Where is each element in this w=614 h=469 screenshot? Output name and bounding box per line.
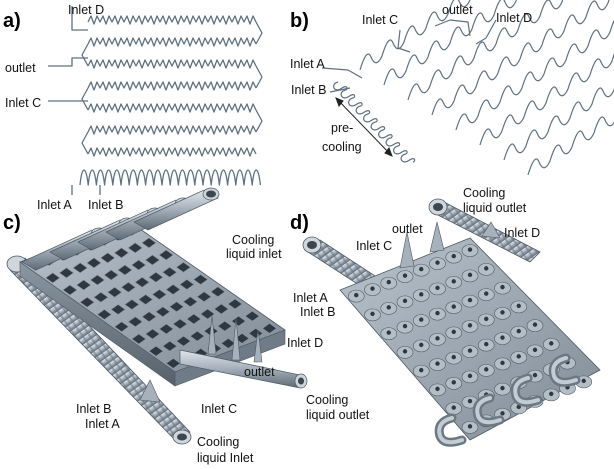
panel-b-inlet-d-label: Inlet D (496, 11, 533, 25)
panel-d-cones (399, 221, 501, 269)
panel-b-letter: b) (290, 10, 309, 32)
panel-c-cooling-inlet-bottom-label-1: Cooling (197, 435, 240, 449)
panel-c-cooling-outlet-label-1: Cooling (306, 393, 349, 407)
panel-a-inlet-d-label: Inlet D (68, 3, 105, 17)
panel-c-outlet-label: outlet (244, 365, 275, 379)
panel-d-cooling-outlet-label-2: liquid outlet (463, 201, 527, 215)
panel-c-inlet-b-label: Inlet B (76, 402, 112, 416)
panel-a-inlet-a-label: Inlet A (37, 198, 72, 212)
panel-b-inlet-a-label: Inlet A (290, 57, 325, 71)
panel-b-pre-label: pre- (331, 121, 354, 135)
panel-c-cooling-outlet-label-2: liquid outlet (306, 408, 370, 422)
panel-c-letter: c) (3, 212, 21, 234)
panel-d-cooling-outlet-label-1: Cooling (463, 186, 506, 200)
panel-c-cooling-inlet-label-1: Cooling (232, 233, 275, 247)
panel-d-inlet-c-label: Inlet C (356, 239, 393, 253)
panel-b-cooling-label: cooling (322, 140, 362, 154)
panel-c-side-tube (139, 315, 308, 403)
panel-c-headers (21, 187, 220, 271)
panel-c-inlet-d-label: Inlet D (287, 336, 324, 350)
panel-b-outlet-label: outlet (442, 3, 473, 17)
panel-b-inlet-b-label: Inlet B (291, 83, 327, 97)
panel-a-inlet-c-label: Inlet C (5, 96, 42, 110)
panel-d-letter: d) (290, 212, 309, 234)
panel-b-inlet-c-label: Inlet C (362, 13, 399, 27)
panel-c-cooling-inlet-label-2: liquid inlet (226, 247, 282, 261)
panel-d-inlet-a-label: Inlet A (293, 291, 328, 305)
panel-c-cooling-inlet-bottom-label-2: liquid Inlet (197, 451, 254, 465)
panel-d-inlet-d-label: Inlet D (504, 226, 541, 240)
panel-a-letter: a) (3, 10, 21, 32)
panel-a-outlet-label: outlet (5, 61, 36, 75)
panel-d-plate (339, 237, 601, 447)
panel-c-plate (19, 221, 286, 387)
panel-c-inlet-a-label: Inlet A (85, 417, 120, 431)
panel-d-inlet-b-label: Inlet B (300, 305, 336, 319)
panel-c-inlet-c-label: Inlet C (201, 402, 238, 416)
panel-a-inlet-b-label: Inlet B (88, 198, 124, 212)
panel-d-outlet-label: outlet (392, 222, 423, 236)
